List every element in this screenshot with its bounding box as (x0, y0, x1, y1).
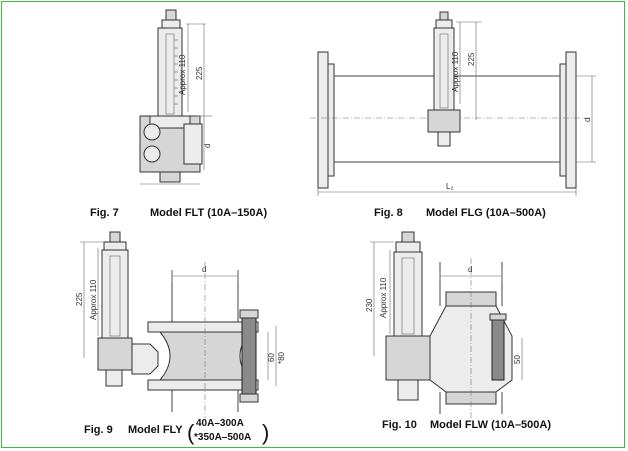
fig8-inner-tube (439, 33, 449, 109)
fig10-approx-label: Approx 110 (379, 277, 388, 318)
fig7-approx-label: Approx 110 (178, 54, 187, 95)
fig7-bottom-plug (159, 171, 181, 183)
fig10-height-label: 230 (365, 298, 374, 312)
fig8-top-cap (435, 19, 453, 29)
fig8-right-flange (565, 51, 577, 189)
fig7-side-port (183, 123, 203, 165)
fig9-bolt-nut-top (239, 309, 259, 319)
fig9-approx-label: Approx 110 (89, 279, 98, 320)
fig8-left-flange (317, 51, 329, 189)
fig7-scale-ticks (174, 39, 178, 105)
fig9-top-nut (109, 231, 121, 243)
fig9-model-label: Model FLY (128, 424, 183, 436)
fig9-bolt-nut-bottom (239, 393, 259, 403)
fig10-inner-tube (401, 257, 415, 335)
fig7-inner-tube (165, 33, 175, 115)
fig9-fig-label: Fig. 9 (84, 424, 113, 436)
fig7-fig-label: Fig. 7 (90, 207, 119, 219)
fig7-d-label: d (203, 144, 212, 148)
fig8-top-nut (439, 11, 449, 21)
fig10-d-label: d (468, 265, 472, 274)
fig8-model-label: Model FLG (10A–500A) (426, 207, 546, 219)
fig9-b-label: *80 (277, 351, 286, 364)
fig8-drawing: Approx 110 225 d L₂ (310, 11, 596, 196)
fig8-right-hub (559, 63, 567, 177)
fig10-bolt-nut (489, 313, 507, 321)
fig9-a-label: 60 (267, 353, 276, 362)
fig8-height-label: 225 (467, 52, 476, 66)
fig10-drain-plug (397, 379, 419, 401)
fig10-top-nut (401, 231, 415, 243)
fig7-top-cap (161, 19, 181, 29)
fig9-d-label: d (202, 265, 206, 274)
fig7-union-top (143, 123, 161, 141)
fig8-mount-stem (437, 131, 451, 147)
fig8-left-hub (327, 63, 335, 177)
fig10-body (385, 335, 431, 381)
fig9-range1: 40A–300A (196, 418, 244, 429)
fig9-top-cap (103, 241, 127, 251)
fig9-body (97, 337, 133, 371)
fig9-left-paren: ( (187, 420, 195, 445)
fig9-right-paren: ) (262, 420, 269, 445)
fig10-fig-label: Fig. 10 (382, 419, 417, 431)
fig7-collar (149, 115, 191, 129)
fig10-bolt (491, 317, 505, 381)
fig10-model-label: Model FLW (10A–500A) (430, 419, 551, 431)
fig8-approx-label: Approx 110 (451, 51, 460, 92)
fig8-mount-block (427, 109, 461, 133)
fig8-length-label: L₂ (446, 182, 454, 191)
fig10-a-label: 50 (513, 355, 522, 364)
fig8-d-label: d (583, 118, 592, 122)
fig9-branch (131, 343, 159, 375)
fig9-bolt (241, 315, 257, 397)
fig8-fig-label: Fig. 8 (374, 207, 403, 219)
fig9-inner-tube (109, 255, 121, 337)
fig9-height-label: 225 (75, 292, 84, 306)
fig10-gauge-tube (393, 251, 423, 337)
fig9-range2: *350A–500A (194, 432, 251, 443)
fig7-drawing: Approx 110 225 d (139, 9, 212, 185)
fig9-drain-plug (105, 369, 123, 387)
fig7-top-nut (165, 9, 177, 21)
fig10-drawing: 230 Approx 110 d 50 (365, 231, 523, 418)
fig9-gauge-tube (101, 249, 129, 339)
fig7-union-bottom (143, 145, 161, 163)
fig7-model-label: Model FLT (10A–150A) (150, 207, 267, 219)
fig10-top-cap (395, 241, 421, 253)
fig9-drawing: 225 Approx 110 d 60 *80 (75, 231, 286, 418)
fig7-height-label: 225 (195, 66, 204, 80)
